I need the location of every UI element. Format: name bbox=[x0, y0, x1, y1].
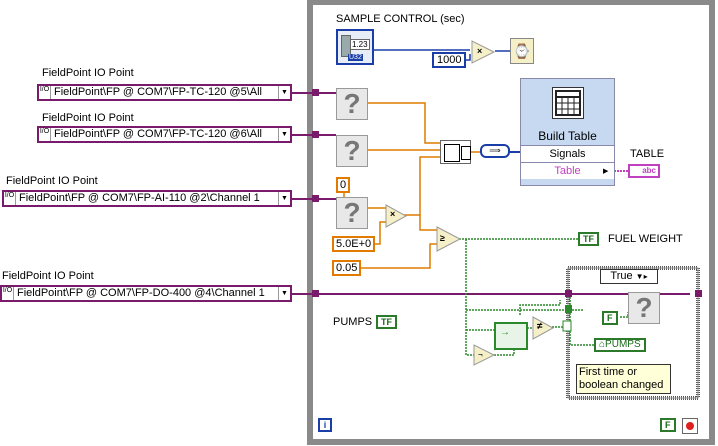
multiply-symbol-2: × bbox=[390, 209, 396, 219]
case-selector-value: True bbox=[610, 270, 633, 282]
false-constant[interactable]: F bbox=[602, 311, 618, 325]
table-indicator-label: TABLE bbox=[630, 148, 665, 160]
multiply-icon bbox=[471, 40, 496, 64]
arrow-right-icon: ▶ bbox=[603, 168, 609, 175]
zero-constant[interactable]: 0 bbox=[336, 177, 351, 193]
write-node[interactable]: ? bbox=[628, 292, 660, 324]
io-point-label-2: FieldPoint IO Point bbox=[42, 112, 134, 124]
fuel-weight-label: FUEL WEIGHT bbox=[608, 233, 683, 245]
wait-timer-icon[interactable]: ⌚ bbox=[510, 38, 534, 64]
multiply-symbol: × bbox=[477, 46, 483, 56]
io-icon: I/O bbox=[4, 192, 16, 205]
io-point-value-3: FieldPoint\FP @ COM7\FP-AI-110 @2\Channe… bbox=[19, 192, 260, 204]
greater-equal-symbol: ≥ bbox=[440, 233, 445, 243]
read-node-3[interactable]: ? bbox=[336, 197, 368, 229]
sample-control-terminal[interactable]: 1.23 U32 bbox=[336, 29, 374, 65]
dropdown-arrow-icon[interactable]: ▼ bbox=[278, 86, 290, 99]
build-array-icon[interactable] bbox=[440, 140, 471, 164]
io-point-label-1: FieldPoint IO Point bbox=[42, 67, 134, 79]
io-point-label-3: FieldPoint IO Point bbox=[6, 175, 98, 187]
signals-terminal[interactable]: Signals bbox=[521, 145, 614, 162]
not-equal-symbol: ≠ bbox=[537, 321, 543, 332]
stop-condition-icon[interactable] bbox=[682, 418, 698, 434]
io-point-control-1[interactable]: I/O FieldPoint\FP @ COM7\FP-TC-120 @5\Al… bbox=[37, 84, 292, 101]
io-point-label-4: FieldPoint IO Point bbox=[2, 270, 94, 282]
io-point-control-2[interactable]: I/O FieldPoint\FP @ COM7\FP-TC-120 @6\Al… bbox=[37, 126, 292, 143]
io-icon: I/O bbox=[39, 86, 51, 99]
not-symbol: ¬ bbox=[478, 350, 483, 359]
build-table-title: Build Table bbox=[538, 129, 597, 143]
table-icon bbox=[552, 87, 584, 119]
build-table-vi[interactable]: Build Table Signals Table ▶ bbox=[520, 78, 615, 186]
stop-constant[interactable]: F bbox=[660, 418, 676, 432]
io-icon: I/O bbox=[2, 287, 14, 300]
io-point-value-2: FieldPoint\FP @ COM7\FP-TC-120 @6\All bbox=[54, 128, 262, 140]
numeric-display: 1.23 bbox=[350, 39, 370, 50]
io-point-value-4: FieldPoint\FP @ COM7\FP-DO-400 @4\Channe… bbox=[17, 287, 265, 299]
io-point-control-4[interactable]: I/O FieldPoint\FP @ COM7\FP-DO-400 @4\Ch… bbox=[0, 285, 292, 302]
pumps-local-variable[interactable]: ⌂PUMPS bbox=[594, 338, 646, 352]
dropdown-arrow-icon[interactable]: ▼ bbox=[278, 128, 290, 141]
table-indicator[interactable]: abc bbox=[628, 164, 660, 178]
pumps-local-label: PUMPS bbox=[605, 339, 641, 350]
datatype-badge: U32 bbox=[348, 54, 363, 61]
pumps-control[interactable]: TF bbox=[376, 315, 397, 329]
arrow-right-icon: → bbox=[500, 327, 510, 338]
threshold-constant[interactable]: 0.05 bbox=[332, 260, 362, 276]
io-point-control-3[interactable]: I/O FieldPoint\FP @ COM7\FP-AI-110 @2\Ch… bbox=[2, 190, 292, 207]
dropdown-arrow-icon[interactable]: ▼ bbox=[278, 192, 290, 205]
scale-constant[interactable]: 5.0E+0 bbox=[332, 236, 376, 252]
io-icon: I/O bbox=[39, 128, 51, 141]
pumps-label: PUMPS bbox=[333, 316, 373, 328]
case-selector[interactable]: True ▼▸ bbox=[600, 269, 658, 284]
dropdown-arrow-icon: ▼▸ bbox=[635, 272, 648, 281]
table-terminal[interactable]: Table bbox=[521, 162, 614, 179]
convert-to-dynamic-icon[interactable]: ⟹ bbox=[480, 144, 510, 158]
comment-label: First time or boolean changed bbox=[576, 364, 671, 394]
dropdown-arrow-icon[interactable]: ▼ bbox=[278, 287, 290, 300]
fuel-weight-indicator[interactable]: TF bbox=[578, 232, 599, 246]
feedback-node[interactable]: → bbox=[494, 322, 528, 350]
sample-control-label: SAMPLE CONTROL (sec) bbox=[336, 13, 465, 25]
iteration-terminal[interactable]: i bbox=[318, 418, 332, 432]
read-node-1[interactable]: ? bbox=[336, 88, 368, 120]
io-point-value-1: FieldPoint\FP @ COM7\FP-TC-120 @5\All bbox=[54, 86, 262, 98]
house-icon: ⌂ bbox=[599, 339, 606, 350]
ms-constant[interactable]: 1000 bbox=[432, 52, 467, 68]
read-node-2[interactable]: ? bbox=[336, 135, 368, 167]
